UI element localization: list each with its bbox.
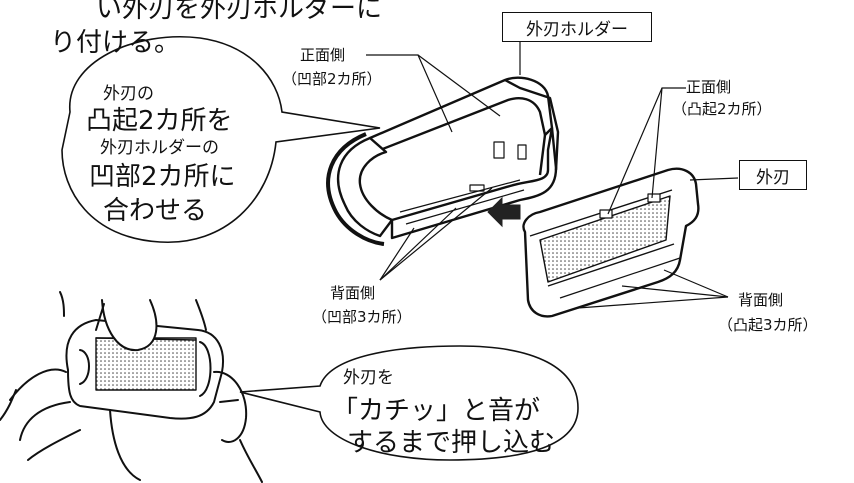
holder-name-box: 外刃ホルダー	[502, 12, 652, 42]
holder-back-detail: （凹部3カ所）	[312, 308, 412, 326]
hint-bubble-2	[239, 345, 579, 461]
blade-name-box: 外刃	[739, 160, 807, 190]
bubble1-line2: 凸起2カ所を	[86, 106, 233, 136]
outer-blade	[522, 167, 700, 318]
blade-back-label: 背面側	[738, 291, 784, 309]
hands-shaver-illustration	[0, 291, 263, 483]
outer-blade-holder	[326, 76, 560, 246]
blade-front-label: 正面側	[686, 78, 732, 96]
bubble1-line3: 外刃ホルダーの	[100, 138, 219, 158]
bubble2-line2: 「カチッ」と音が	[332, 396, 541, 426]
hint-bubble-1	[61, 36, 381, 243]
bubble2-line3: するまで押し込む	[347, 428, 556, 458]
leader-lines	[366, 36, 739, 309]
holder-front-detail: （凹部2カ所）	[282, 70, 382, 88]
heading-line-1: い外刃を外刃ホルダーに	[96, 0, 383, 24]
heading-line-2: り付ける。	[50, 28, 181, 58]
insert-arrow	[487, 196, 521, 228]
holder-back-label: 背面側	[330, 284, 376, 302]
bubble2-line1: 外刃を	[343, 368, 394, 388]
blade-name: 外刃	[756, 167, 790, 188]
blade-back-detail: （凸起3カ所）	[718, 316, 818, 334]
holder-front-label: 正面側	[300, 46, 346, 64]
blade-front-detail: （凸起2カ所）	[672, 100, 772, 118]
holder-name: 外刃ホルダー	[526, 19, 628, 40]
bubble1-line4: 凹部2カ所に	[89, 162, 236, 192]
bubble1-line1: 外刃の	[103, 84, 154, 104]
bubble1-line5: 合わせる	[103, 196, 208, 226]
